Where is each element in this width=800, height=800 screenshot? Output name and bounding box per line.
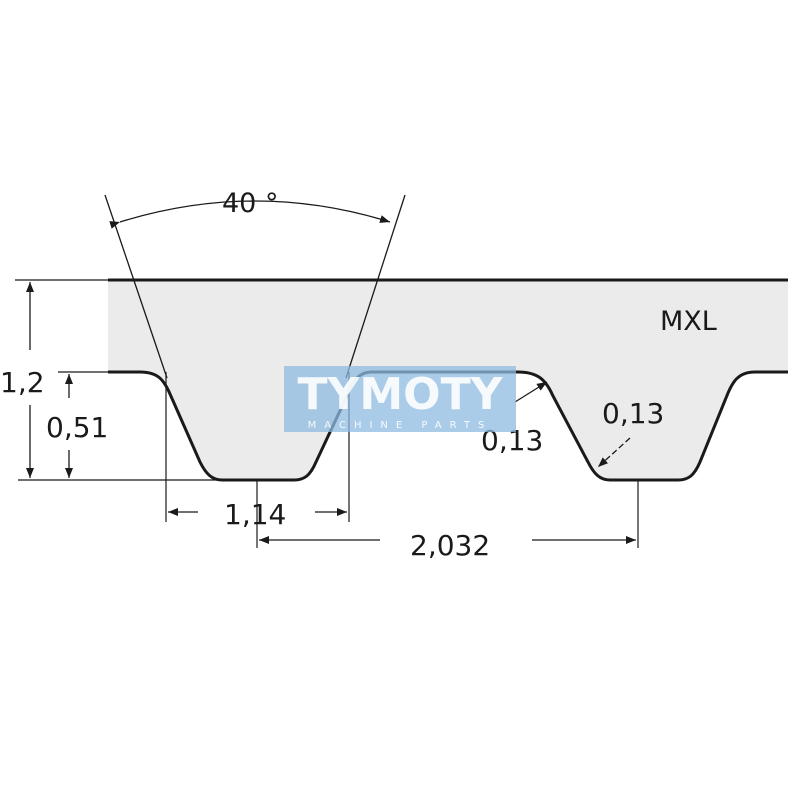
dimension-lines — [26, 282, 636, 544]
total-height-label: 1,2 — [0, 366, 45, 399]
angle-label: 40 ° — [222, 188, 278, 219]
belt-body — [108, 280, 788, 480]
tooth-width-label: 1,14 — [224, 498, 286, 531]
tip-radius-label: 0,13 — [602, 397, 664, 430]
pitch-label: 2,032 — [410, 529, 490, 562]
tooth-height-label: 0,51 — [46, 411, 108, 444]
svg-text:MACHINE PARTS: MACHINE PARTS — [308, 420, 493, 431]
svg-text:TYMOTY: TYMOTY — [298, 369, 504, 420]
profile-label: MXL — [660, 306, 717, 337]
watermark-logo: TYMOTY MACHINE PARTS — [284, 366, 516, 432]
angle-construction — [104, 194, 406, 379]
extension-lines — [15, 279, 639, 548]
